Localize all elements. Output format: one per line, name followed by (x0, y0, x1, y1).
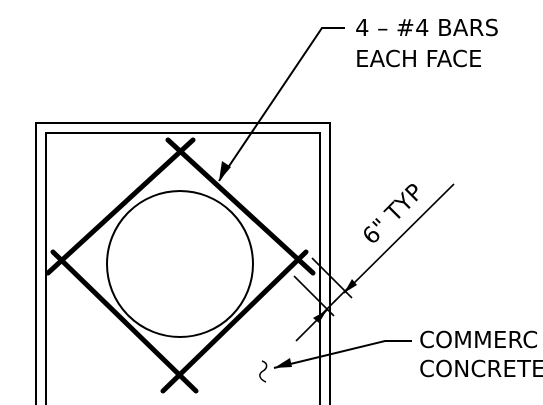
concrete-callout-line2: CONCRETE (419, 357, 543, 383)
bars-callout-line2: EACH FACE (355, 47, 483, 73)
bars-leader-arrowhead (219, 161, 231, 181)
outer-outline-outer (35, 122, 331, 405)
dimension-line-upper (343, 183, 455, 294)
outer-outline-inner (45, 132, 321, 405)
center-void-circle (106, 190, 254, 338)
concrete-leader-arrowhead (274, 358, 292, 368)
rebar-bar-lower-left (50, 249, 199, 394)
outer-outline (35, 122, 331, 405)
bars-leader (218, 27, 345, 182)
cover-dimension (293, 183, 455, 342)
spacing-label: 6" TYP (358, 179, 429, 250)
rebar-bar-upper-right (165, 137, 316, 276)
dimension-arrowhead-lower (313, 310, 327, 323)
concrete-callout-line1: COMMERC (419, 328, 538, 354)
dimension-arrowhead-upper (344, 279, 357, 293)
concrete-leader-line (273, 340, 412, 369)
rebar-bar-upper-left (45, 137, 196, 276)
bars-leader-line (218, 27, 345, 182)
dimension-extension-inner (293, 275, 335, 317)
rebar-bar-lower-right (160, 249, 309, 394)
rebar-diamond (45, 137, 316, 394)
bars-callout-line1: 4 – #4 BARS (355, 16, 499, 42)
concrete-leader (259, 340, 412, 383)
concrete-symbol (259, 360, 268, 383)
